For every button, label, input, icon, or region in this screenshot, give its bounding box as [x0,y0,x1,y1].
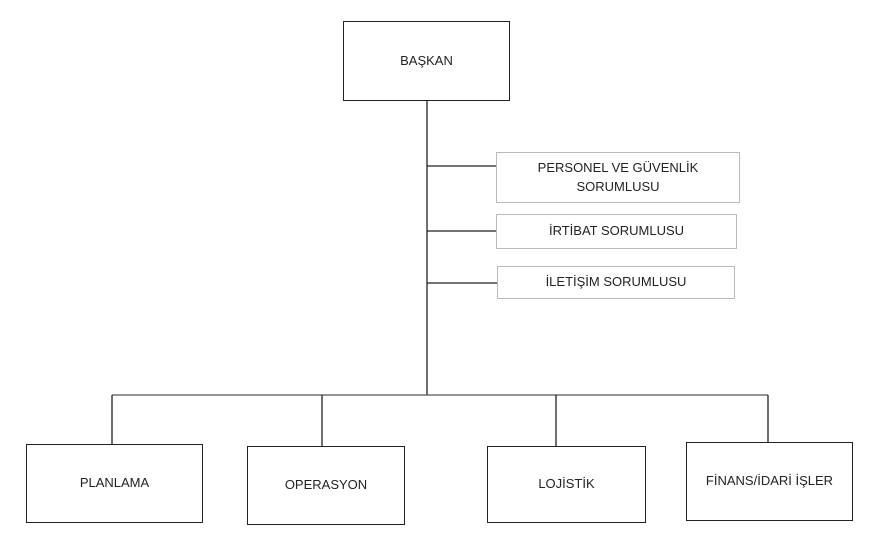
department-box-finans: FİNANS/İDARİ İŞLER [686,442,853,521]
staff-label: İLETİŞİM SORUMLUSU [545,274,687,290]
root-label: BAŞKAN [400,52,453,68]
department-box-lojistik: LOJİSTİK [487,446,646,523]
department-label: PLANLAMA [79,475,150,491]
department-box-operasyon: OPERASYON [247,446,405,525]
staff-label: PERSONEL VE GÜVENLİK SORUMLUSU [537,159,699,194]
department-label: OPERASYON [284,477,368,493]
staff-box-irtibat: İRTİBAT SORUMLUSU [496,214,737,249]
root-box-baskan: BAŞKAN [343,21,510,101]
staff-label: İRTİBAT SORUMLUSU [548,223,685,239]
staff-box-iletisim: İLETİŞİM SORUMLUSU [497,266,735,299]
department-label: FİNANS/İDARİ İŞLER [705,473,834,489]
department-box-planlama: PLANLAMA [26,444,203,523]
staff-box-personel: PERSONEL VE GÜVENLİK SORUMLUSU [496,152,740,203]
department-label: LOJİSTİK [538,476,595,492]
